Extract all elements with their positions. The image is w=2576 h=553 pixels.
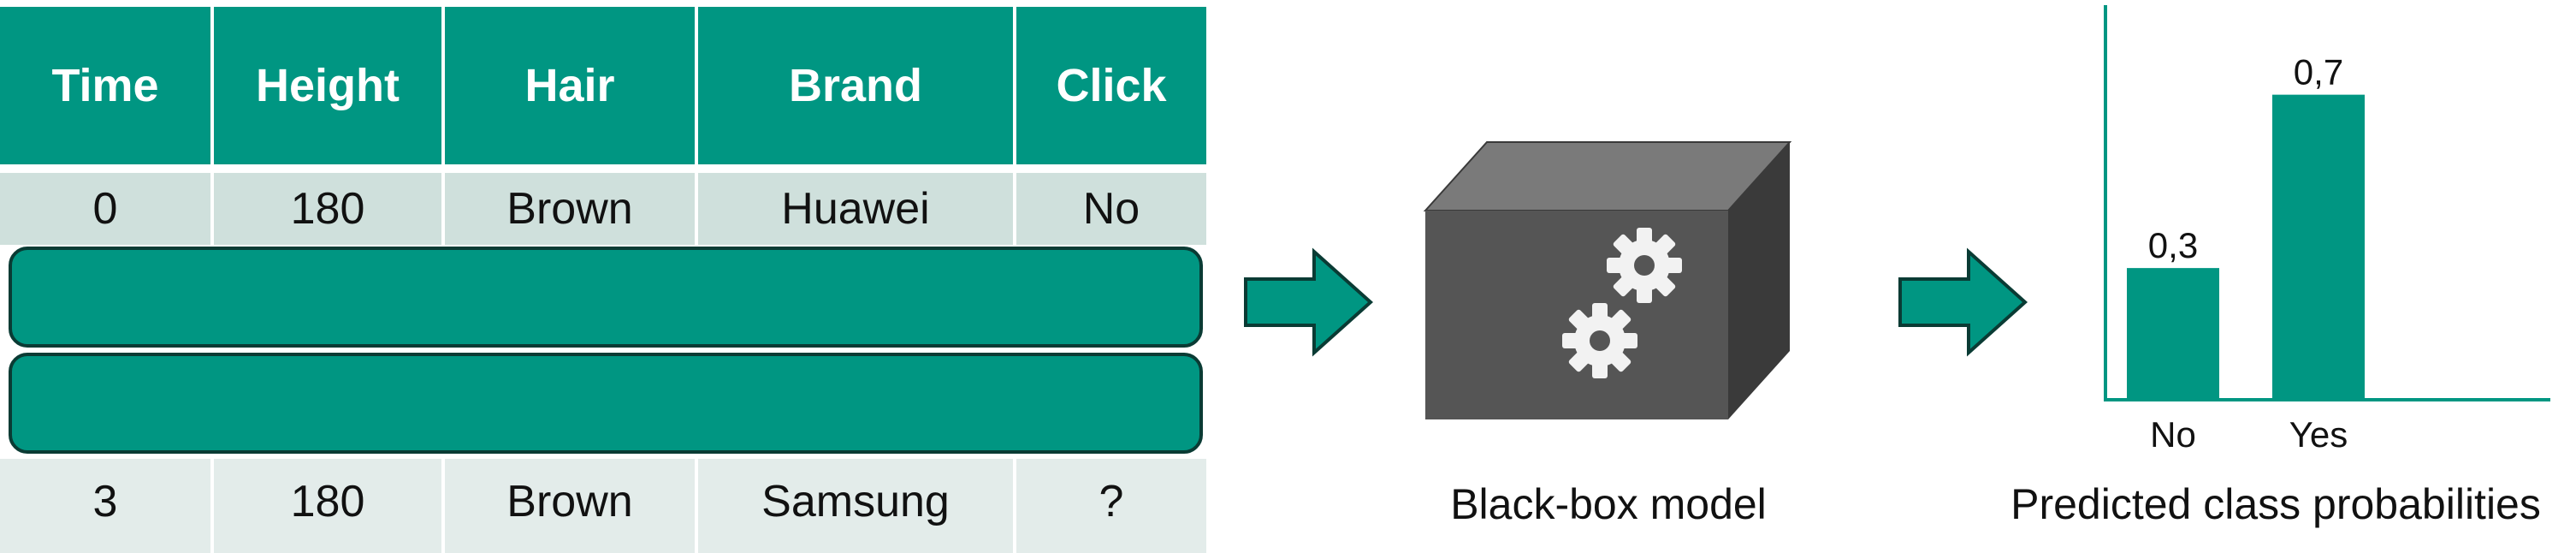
bar-yes xyxy=(2272,94,2365,398)
row-divider xyxy=(441,173,445,245)
cube-side-face xyxy=(1728,142,1790,419)
collapsed-rows-bar xyxy=(9,353,1203,454)
row-divider xyxy=(695,173,698,245)
collapsed-rows-bar xyxy=(9,247,1203,348)
row-divider xyxy=(1013,459,1016,553)
black-box-cube xyxy=(1423,141,1792,419)
row-divider xyxy=(441,459,445,553)
cell-click-0: No xyxy=(1082,184,1140,234)
chart-title: Predicted class probabilities xyxy=(2010,480,2541,528)
category-label-yes: Yes xyxy=(2289,414,2348,455)
table-row-last-bg xyxy=(0,459,1206,553)
cell-brand-1: Samsung xyxy=(761,477,950,526)
category-label-no: No xyxy=(2150,414,2196,455)
row-divider xyxy=(210,173,214,245)
header-hair: Hair xyxy=(445,7,695,164)
arrow-right-icon xyxy=(1244,247,1374,357)
cell-hair-0: Brown xyxy=(506,184,633,234)
row-divider xyxy=(695,459,698,553)
arrow-right-icon xyxy=(1898,247,2028,357)
value-label-yes: 0,7 xyxy=(2294,52,2343,92)
row-divider xyxy=(1013,173,1016,245)
gears-icon xyxy=(1562,228,1682,378)
table-row-first-bg xyxy=(0,173,1206,245)
bar-no xyxy=(2127,268,2219,398)
header-brand: Brand xyxy=(698,7,1013,164)
value-label-no: 0,3 xyxy=(2148,225,2198,265)
header-time: Time xyxy=(0,7,210,164)
header-click: Click xyxy=(1016,7,1206,164)
cell-hair-1: Brown xyxy=(506,477,633,526)
cell-time-1: 3 xyxy=(92,477,118,526)
cell-height-0: 180 xyxy=(290,184,365,234)
cube-top-face xyxy=(1423,141,1792,211)
model-caption: Black-box model xyxy=(1450,480,1767,528)
cell-click-1: ? xyxy=(1099,477,1124,526)
cell-height-1: 180 xyxy=(290,477,365,526)
cell-time-0: 0 xyxy=(92,184,118,234)
row-divider xyxy=(210,459,214,553)
cell-brand-0: Huawei xyxy=(781,184,930,234)
header-height: Height xyxy=(214,7,441,164)
